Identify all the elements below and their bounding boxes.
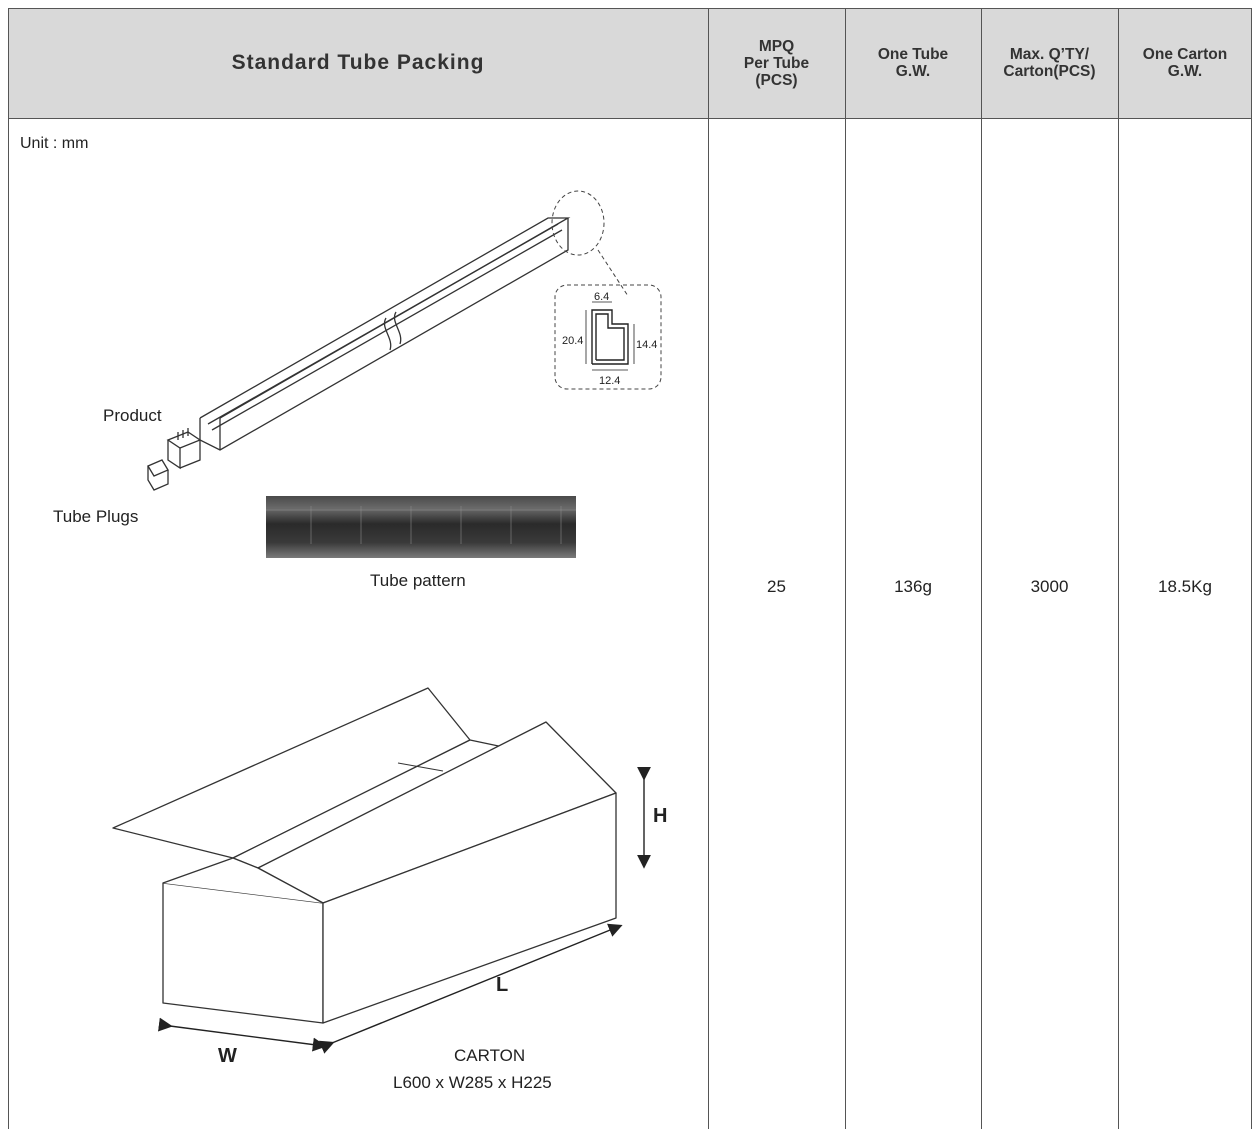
unit-label: Unit : mm [20,135,89,152]
value-max-qty-carton: 3000 [1030,577,1069,596]
profile-dim-right: 14.4 [636,339,657,351]
carton-height-label: H [653,805,668,827]
table-title: Standard Tube Packing [8,8,708,118]
tube-profile-detail: 6.4 20.4 14.4 12.4 [554,284,662,390]
column-divider [981,8,982,1129]
tube-plugs-label: Tube Plugs [53,507,139,526]
tube-pattern-photo [266,496,576,558]
tube-drawing [147,190,629,491]
header-one-carton-gw: One Carton G.W. [1118,8,1252,118]
value-one-carton-gw: 18.5Kg [1158,577,1212,596]
carton-size: L600 x W285 x H225 [393,1073,552,1092]
table-border-left [8,8,9,1129]
header-divider [8,118,1252,119]
product-label: Product [103,406,162,425]
column-divider [1118,8,1119,1129]
value-one-tube-gw: 136g [894,577,932,596]
header-max-qty-carton: Max. Q’TY/ Carton(PCS) [981,8,1118,118]
column-divider [708,8,709,1129]
carton-length-label: L [496,974,509,996]
column-divider [845,8,846,1129]
profile-dim-left: 20.4 [562,335,583,347]
carton-drawing [112,687,651,1054]
table-border-top [8,8,1252,9]
profile-dim-top: 6.4 [594,291,609,303]
tube-pattern-label: Tube pattern [370,571,466,590]
packing-table: Standard Tube Packing MPQ Per Tube (PCS)… [8,8,1252,1129]
profile-dim-bottom: 12.4 [599,375,620,387]
header-one-tube-gw: One Tube G.W. [845,8,981,118]
carton-width-label: W [218,1045,237,1067]
carton-title: CARTON [454,1046,526,1065]
header-mpq-per-tube: MPQ Per Tube (PCS) [708,8,845,118]
value-mpq-per-tube: 25 [767,577,786,596]
